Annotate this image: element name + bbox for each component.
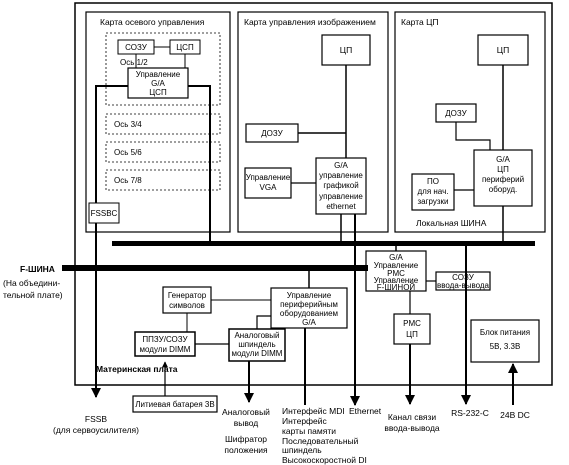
gfx-ga-line4: управление (319, 192, 363, 201)
chargen-line1: Генератор (168, 291, 207, 300)
cpu-periph-line3: периферий (482, 175, 524, 184)
analog-out-label1: Аналоговый (222, 407, 270, 417)
f-bus-line (62, 265, 368, 271)
axis-ga-ctrl-line3: ЦСП (149, 88, 167, 97)
chargen-line2: символов (169, 301, 205, 310)
mdi-label3: карты памяти (282, 426, 336, 436)
axis-78-label: Ось 7/8 (114, 176, 142, 185)
fssbc-label: FSSBC (91, 209, 118, 218)
rs232-label: RS-232-C (451, 408, 489, 418)
pmc-ctrl-line5: F-ШИНОЙ (377, 283, 416, 292)
pmc-ctrl-line1: G/A (389, 253, 403, 262)
motherboard-frame (74, 2, 553, 386)
cpu-dozu-to-periph (455, 122, 491, 150)
axis-card-box (85, 11, 231, 233)
sozu-io-line1: СОЗУ (452, 273, 475, 282)
fssb-label1: FSSB (85, 414, 108, 424)
axis-12-label: Ось 1/2 (120, 58, 148, 67)
pmc-cpu-line1: PMC (403, 319, 421, 328)
sozu-label: СОЗУ (125, 43, 148, 52)
io-link-label2: ввода-вывода (384, 423, 440, 433)
boot-rom-box (411, 173, 455, 211)
power-box (470, 319, 540, 363)
local-bus-label: Локальная ШИНА (416, 218, 487, 228)
analog-dimm-line3: модули DIMM (232, 349, 283, 358)
gfx-ga-line3: графикой (323, 181, 358, 190)
vga-ctrl-line2: VGA (260, 183, 278, 192)
vga-ctrl-line1: Управление (246, 173, 291, 182)
image-cpu-label: ЦП (340, 45, 352, 55)
ppzu-dimm-line1: ППЗУ/СОЗУ (142, 335, 188, 344)
pmc-cpu-line2: ЦП (406, 330, 418, 339)
axis-34-dashed (105, 113, 221, 135)
f-bus-note1: (На объедини- (3, 278, 60, 288)
axis-34-label: Ось 3/4 (114, 120, 142, 129)
battery-label: Литиевая батарея 3В (135, 400, 214, 409)
periph-ctrl-line4: G/A (302, 318, 316, 327)
internal-bus-upper (112, 241, 535, 246)
axis-ctrl-to-bus (188, 85, 211, 244)
boot-rom-line1: ПО (427, 177, 439, 186)
axis-card-title: Карта осевого управления (100, 17, 205, 27)
mdi-label4: Последовательный (282, 436, 359, 446)
periph-ctrl-line2: периферийным (280, 300, 338, 309)
mdi-label2: Интерфейс (282, 416, 328, 426)
f-bus-title: F-ШИНА (20, 264, 55, 274)
cpu-periph-line2: ЦП (497, 165, 509, 174)
pmc-cpu-box (393, 313, 431, 345)
ppzu-dimm-line2: модули DIMM (140, 345, 191, 354)
mdi-label1: Интерфейс MDI (282, 406, 345, 416)
image-dozu-label: ДОЗУ (261, 129, 283, 138)
cpu-cpu-label: ЦП (497, 45, 509, 55)
sozu-io-line2: ввода-вывода (437, 281, 490, 290)
dsp-label: ЦСП (176, 43, 194, 52)
cpu-periph-line4: оборуд. (489, 185, 517, 194)
axis-56-dashed (105, 141, 221, 163)
mdi-label5: шпиндель (282, 445, 322, 455)
cpu-card-box (394, 11, 546, 233)
mdi-label6: Высокоскоростной DI (282, 455, 367, 465)
periph-ctrl-line3: оборудованием (280, 309, 338, 318)
io-link-label1: Канал связи (388, 412, 437, 422)
fssb-label2: (для сервоусилителя) (53, 425, 139, 435)
gfx-ga-line2: управление (319, 171, 363, 180)
analog-out-label2: вывод (234, 418, 259, 428)
analog-dimm-line2: шпиндель (238, 340, 275, 349)
boot-rom-line2: для нач. (418, 187, 449, 196)
cpu-card-title: Карта ЦП (401, 17, 439, 27)
periph-ctrl-line1: Управление (287, 291, 332, 300)
image-card-box (237, 11, 389, 233)
motherboard-label: Материнская плата (96, 364, 178, 374)
analog-dimm-line1: Аналоговый (234, 331, 279, 340)
fssbc-box (88, 202, 120, 224)
axis-ga-ctrl-line2: G/A (151, 79, 165, 88)
axis-ctrl-to-fssbc (95, 85, 128, 203)
analog-out-label3: Шифратор (225, 434, 267, 444)
f-bus-note2: тельной плате) (3, 290, 63, 300)
pmc-ctrl-line3: PMC (387, 269, 405, 278)
dc24-label: 24В DC (500, 410, 530, 420)
power-line1: Блок питания (480, 328, 530, 337)
axis-78-dashed (105, 169, 221, 191)
image-card-title: Карта управления изображением (244, 17, 376, 27)
axis-module-dashed (105, 32, 221, 106)
pmc-ctrl-line4: Управление (374, 276, 419, 285)
axis-ga-ctrl-line1: Управление (136, 70, 181, 79)
battery-box (132, 395, 218, 413)
analog-to-periph (256, 315, 271, 329)
boot-rom-line3: загрузки (417, 197, 448, 206)
cpu-dozu-label: ДОЗУ (445, 109, 467, 118)
gfx-ga-line5: ethernet (326, 202, 356, 211)
axis-56-label: Ось 5/6 (114, 148, 142, 157)
power-line2: 5В, 3.3В (490, 342, 521, 351)
axis-ga-ctrl-box (127, 67, 189, 99)
ethernet-label: Ethernet (349, 406, 382, 416)
cpu-periph-line1: G/A (496, 155, 510, 164)
pmc-ctrl-line2: Управление (374, 261, 419, 270)
gfx-ga-line1: G/A (334, 161, 348, 170)
analog-out-label4: положения (224, 445, 268, 455)
